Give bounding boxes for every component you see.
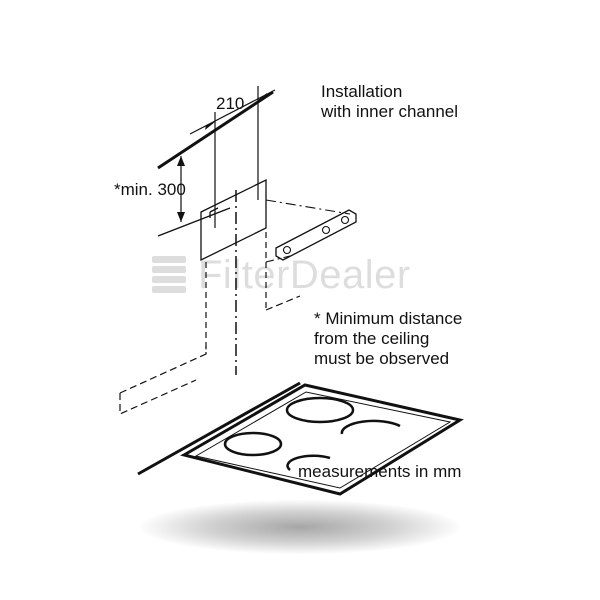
duct-mid-dashdot (265, 255, 291, 263)
bracket-hole-3 (340, 215, 350, 225)
units-note: measurements in mm (298, 462, 462, 481)
dimension-height-label: *min. 300 (114, 180, 186, 199)
duct-top-dashdot (265, 199, 351, 215)
burner-front-right (286, 454, 331, 471)
bracket-hole-1 (282, 245, 292, 255)
note-line-1: * Minimum distance (314, 309, 463, 328)
dim-width-line (189, 89, 276, 135)
filter-icon (152, 256, 186, 293)
worktop-front-edge (137, 381, 301, 476)
diagram-title: Installation with inner channel (321, 82, 458, 122)
cooktop-surface (180, 383, 464, 496)
bracket-hole-2 (321, 225, 331, 235)
hood-outline-lower (119, 379, 197, 415)
plate-tab (209, 207, 219, 213)
mounting-plate (200, 178, 267, 262)
burner-front-left (223, 431, 283, 457)
dim-height-arrow-top (177, 156, 185, 166)
title-line-1: Installation (321, 82, 403, 101)
floor-shadow (140, 500, 460, 554)
watermark-logo: FilterDealer (150, 248, 450, 302)
dim-width-arrow-left (205, 122, 215, 130)
ceiling-distance-note: * Minimum distance from the ceiling must… (314, 309, 462, 369)
note-line-3: must be observed (314, 349, 450, 368)
hood-outline-right (265, 295, 301, 311)
burner-back-right (340, 419, 401, 435)
dimension-width-label: 210 (216, 94, 245, 113)
watermark-text: FilterDealer (198, 253, 411, 297)
hood-outline-dashed (119, 346, 207, 394)
dim-width-arrow-right (258, 93, 267, 100)
burner-back-left (285, 396, 355, 424)
title-line-2: with inner channel (321, 102, 459, 121)
note-line-2: from the ceiling (314, 329, 430, 348)
hood-top-line (157, 207, 231, 237)
wall-bracket (275, 209, 357, 261)
dim-height-arrow-bottom (177, 212, 185, 222)
cooktop-inner (194, 391, 452, 489)
